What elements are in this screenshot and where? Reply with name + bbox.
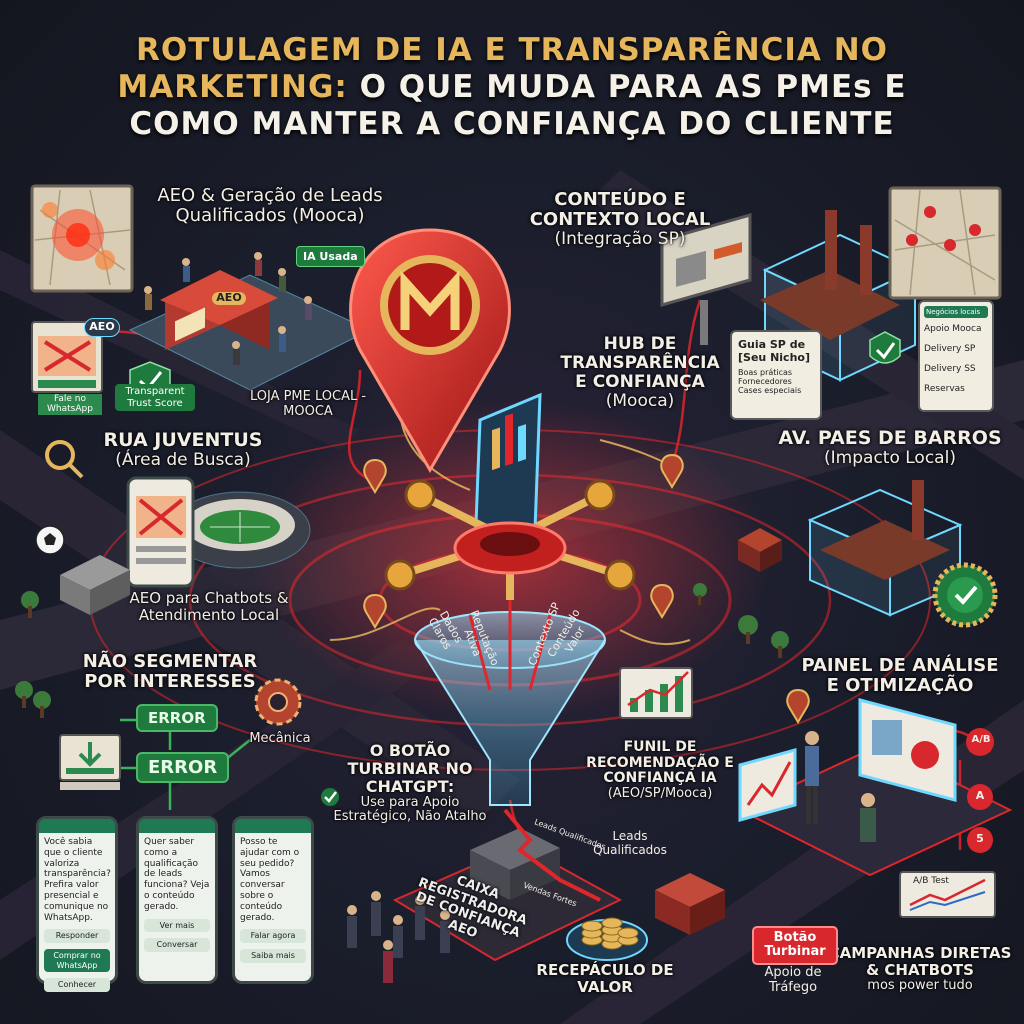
monitor-right — [858, 698, 957, 802]
aeo-sign: AEO — [212, 291, 246, 305]
label-aeo-chatbots: AEO para Chatbots & Atendimento Local — [129, 589, 289, 624]
error-badge-2: ERROR — [136, 752, 230, 783]
check-shield-icon-right — [869, 331, 901, 364]
ab-label: A/B — [971, 734, 991, 745]
tag-ia-usada: IA Usada — [296, 246, 365, 267]
analysts — [805, 731, 876, 842]
business-people — [347, 891, 450, 983]
label-campanhas: CAMPANHAS DIRETAS & CHATBOTS mos power t… — [828, 944, 1012, 993]
map-pin-icon — [349, 228, 511, 473]
label-painel: PAINEL DE ANÁLISE E OTIMIZAÇÃO — [801, 655, 999, 697]
billboard — [660, 213, 752, 345]
page-title: ROTULAGEM DE IA E TRANSPARÊNCIA NO MARKE… — [20, 32, 1004, 144]
fale-whatsapp-button[interactable]: Fale no WhatsApp — [38, 394, 102, 415]
phone-button[interactable]: Falar agora — [240, 929, 306, 943]
heatmap-card — [30, 184, 134, 293]
title-line3: COMO MANTER A CONFIANÇA DO CLIENTE — [129, 106, 895, 143]
phone-ad — [126, 476, 195, 588]
phone-button[interactable]: Ver mais — [144, 918, 210, 933]
aeo-badge: AEO — [84, 318, 120, 337]
chat-phone-3: Posso te ajudar com o seu pedido? Vamos … — [232, 816, 314, 984]
title-line1: ROTULAGEM DE IA E TRANSPARÊNCIA NO — [135, 32, 889, 68]
trees — [15, 583, 789, 718]
label-av: AV. PAES DE BARROS (Impacto Local) — [778, 427, 1002, 469]
chat-phone-1: Você sabia que o cliente valoriza transp… — [36, 816, 118, 992]
coins-icon — [566, 917, 648, 961]
tablet-chart — [473, 392, 542, 553]
error-badge-1: ERROR — [136, 704, 218, 732]
app-item[interactable]: Reservas — [924, 384, 965, 394]
label-rua: RUA JUVENTUS (Área de Busca) — [103, 429, 263, 471]
label-conteudo: CONTEÚDO E CONTEXTO LOCAL (Integração SP… — [529, 189, 711, 250]
factory-bottom — [807, 480, 963, 617]
hub-node — [384, 479, 636, 600]
ab-circles — [966, 728, 994, 853]
quality-seal-icon — [932, 562, 998, 628]
check-icon — [321, 788, 339, 806]
label-nao-segmentar: NÃO SEGMENTAR POR INTERESSES — [82, 651, 258, 693]
phone-button[interactable]: Responder — [44, 929, 110, 943]
label-hub: HUB DE TRANSPARÊNCIA E CONFIANÇA (Mooca) — [560, 334, 720, 412]
ad-card — [31, 321, 103, 393]
label-mecanica: Mecânica — [249, 731, 311, 746]
monitor-left — [738, 748, 797, 822]
app-item[interactable]: Delivery SS — [924, 364, 976, 374]
label-recepaculo: RECEPÁCULO DE VALOR — [536, 961, 674, 996]
soccer-ball-icon — [35, 525, 65, 555]
download-card — [59, 734, 121, 790]
chat-phone-2: Quer saber como a qualificação de leads … — [136, 816, 218, 984]
a-label: A — [975, 789, 985, 802]
phone-button[interactable]: Conversar — [144, 938, 210, 952]
label-leads-qualificados: Leads Qualificados — [593, 829, 667, 857]
ab-test-label: A/B Test — [913, 876, 949, 886]
stadium — [169, 491, 311, 569]
label-botao: O BOTÃO TURBINAR NO CHATGPT: Use para Ap… — [333, 741, 487, 825]
left-building — [60, 555, 130, 615]
label-loja: LOJA PME LOCAL - MOOCA — [249, 389, 367, 419]
map-card-right — [888, 186, 1002, 300]
label-funil: FUNIL DE RECOMENDAÇÃO E CONFIANÇA IA (AE… — [586, 739, 734, 802]
title-line2-gold: MARKETING: — [117, 69, 348, 106]
b-label: 5 — [976, 832, 984, 845]
phone-button[interactable]: Saiba mais — [240, 948, 306, 963]
cash-register — [392, 808, 623, 962]
app-item[interactable]: Apoio Mooca — [924, 324, 982, 334]
brick-house — [655, 873, 725, 935]
small-house — [738, 528, 782, 572]
title-line2-white: O QUE MUDA PARA AS PMEs E — [359, 69, 907, 106]
apps-list-card: Negócios locais Apoio Mooca Delivery SP … — [918, 300, 994, 412]
guia-card: Guia SP de [Seu Nicho] Boas práticas For… — [730, 330, 822, 420]
ab-test-card — [899, 871, 996, 918]
transparent-trust-score: Transparent Trust Score — [115, 384, 195, 411]
phone-button[interactable]: Comprar no WhatsApp — [44, 948, 110, 973]
label-aeo-leads: AEO & Geração de Leads Qualificados (Moo… — [157, 185, 383, 227]
funnel-icon — [414, 600, 606, 806]
apoio-trafego-label: Apoio de Tráfego — [764, 965, 822, 995]
small-pins — [363, 453, 810, 724]
people-group — [144, 252, 312, 365]
botao-turbinar-button[interactable]: Botão Turbinar — [752, 926, 838, 965]
app-item[interactable]: Delivery SP — [924, 344, 976, 354]
phone-button[interactable]: Conhecer — [44, 978, 110, 992]
line-chart-card — [619, 667, 693, 719]
gear-icon — [254, 678, 302, 726]
magnifier-icon — [45, 440, 84, 479]
